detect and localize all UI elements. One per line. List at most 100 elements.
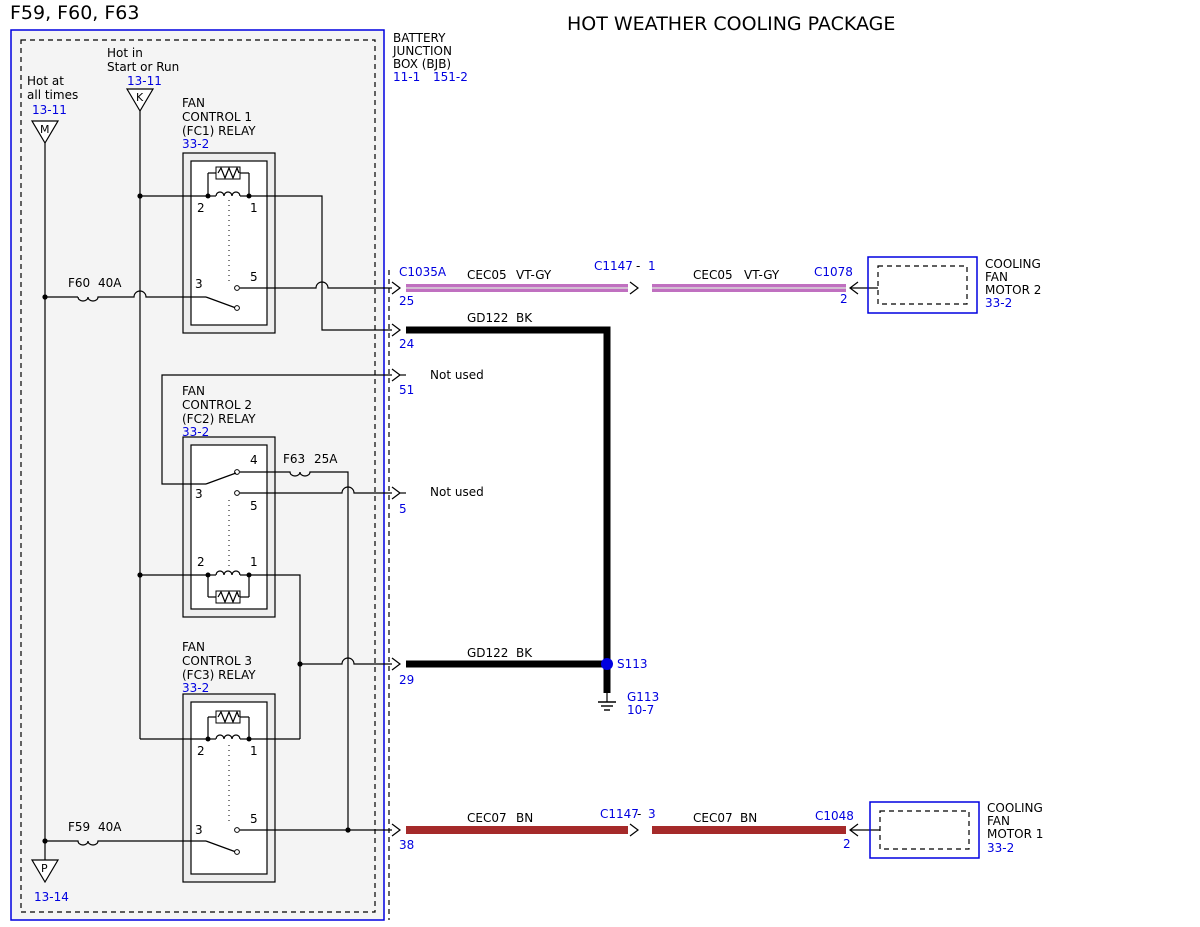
motor1-label-1: COOLING <box>987 801 1043 815</box>
relay-fc1-label-1: FAN <box>182 96 205 110</box>
relay-fc3-pin5: 5 <box>250 812 258 826</box>
bjb-ref-1: 11-1 <box>393 70 420 84</box>
relay-fc3-switch-arm <box>205 840 237 853</box>
motor1-label-2: FAN <box>987 814 1010 828</box>
gd122-color-upper: BK <box>516 311 533 325</box>
motor2-outline <box>867 256 978 314</box>
ground-g113-icon <box>598 693 616 711</box>
bjb-pin-25: 25 <box>399 294 414 308</box>
c1078-label: C1078 <box>814 265 853 279</box>
relay-fc1-inner <box>190 160 268 326</box>
connector-k-label: K <box>136 91 144 104</box>
relay-fc3-contact-pivot <box>234 849 240 855</box>
motor1-label-3: MOTOR 1 <box>987 827 1043 841</box>
gd122-circuit-lower: GD122 <box>467 646 508 660</box>
splice-s113-icon <box>601 658 613 670</box>
relay-fc1-contact-5 <box>234 285 240 291</box>
relay-fc3-label-1: FAN <box>182 640 205 654</box>
cec07-color-right: BN <box>740 811 757 825</box>
motor2-ref: 33-2 <box>985 296 1012 310</box>
motor1-body <box>879 810 970 850</box>
wire-gd122-upper <box>406 326 611 664</box>
fc1-output-wire <box>240 281 392 289</box>
c1147-b-label: C1147 <box>600 807 639 821</box>
cec07-circuit-right: CEC07 <box>693 811 733 825</box>
relay-fc2-pin5: 5 <box>250 499 258 513</box>
f60-name: F60 <box>68 276 90 290</box>
relay-fc1-switch-arm <box>205 296 237 309</box>
motor1-outline <box>869 801 980 859</box>
not-used-pin5: Not used <box>430 485 484 499</box>
relay-fc2-contact-5 <box>234 490 240 496</box>
c1147-a-label: C1147 <box>594 259 633 273</box>
c1048-label: C1048 <box>815 809 854 823</box>
c1147-a-dash: - <box>636 259 640 273</box>
c1048-pin: 2 <box>843 837 851 851</box>
bjb-pin-arrows <box>391 281 401 837</box>
relay-fc3-coil <box>205 710 252 742</box>
c1147-b-dash: - <box>637 807 641 821</box>
cec05-color-right: VT-GY <box>744 268 780 282</box>
hot-in-run-label-1: Hot in <box>107 46 143 60</box>
relay-fc2-pin2: 2 <box>197 555 205 569</box>
relay-fc1-ref: 33-2 <box>182 137 209 151</box>
relay-fc1-label-3: (FC1) RELAY <box>182 124 256 138</box>
bjb-pin-29: 29 <box>399 673 414 687</box>
relay-fc3-contact-5 <box>234 827 240 833</box>
relay-fc2-inner <box>190 444 268 610</box>
fc3-ground-wire <box>300 657 392 665</box>
hot-in-run-label-2: Start or Run <box>107 60 179 74</box>
wire-cec05 <box>406 284 846 292</box>
fc2-coil-ground-wire <box>249 574 301 739</box>
relay-fc1-coil <box>205 166 252 199</box>
f63-feed-wire <box>240 471 349 830</box>
ground-g113-ref: 10-7 <box>627 703 654 717</box>
diagram-title: HOT WEATHER COOLING PACKAGE <box>567 13 895 35</box>
cec07-color-left: BN <box>516 811 533 825</box>
f63-rating: 25A <box>314 452 338 466</box>
not-used-pin51: Not used <box>430 368 484 382</box>
relay-fc1-pin2: 2 <box>197 201 205 215</box>
c1035a-label: C1035A <box>399 265 447 279</box>
bjb-label-1: BATTERY <box>393 31 446 45</box>
motor2-label-3: MOTOR 2 <box>985 283 1041 297</box>
gd122-color-lower: BK <box>516 646 533 660</box>
gd122-circuit-upper: GD122 <box>467 311 508 325</box>
fuses-heading: F59, F60, F63 <box>10 2 139 24</box>
c1147-a-arrow <box>629 281 639 295</box>
ground-junction <box>297 661 303 667</box>
cec05-circuit-left: CEC05 <box>467 268 507 282</box>
fc2-pin51-wire <box>161 374 392 485</box>
bjb-inner-dashed <box>20 39 376 913</box>
connector-m-label: M <box>40 123 50 136</box>
relay-fc1-pin5: 5 <box>250 270 258 284</box>
cec07-circuit-left: CEC07 <box>467 811 507 825</box>
relay-fc2-label-1: FAN <box>182 384 205 398</box>
relay-fc2-ref: 33-2 <box>182 425 209 439</box>
motor1-ref: 33-2 <box>987 841 1014 855</box>
cec05-color-left: VT-GY <box>516 268 552 282</box>
relay-fc2-label-3: (FC2) RELAY <box>182 412 256 426</box>
f60-rating: 40A <box>98 276 122 290</box>
relay-fc3-label-3: (FC3) RELAY <box>182 668 256 682</box>
hot-at-all-times-label-1: Hot at <box>27 74 64 88</box>
relay-fc2-coil <box>205 570 252 604</box>
relay-fc3-inner <box>190 701 268 875</box>
bjb-pin-24: 24 <box>399 337 414 351</box>
c1147-b-pin: 3 <box>648 807 656 821</box>
output-junction <box>345 827 351 833</box>
fc1-coil-ground-wire <box>249 195 392 331</box>
relay-fc3-pin1: 1 <box>250 744 258 758</box>
bjb-pin-5: 5 <box>399 502 407 516</box>
f59-name: F59 <box>68 820 90 834</box>
relay-fc1-label-2: CONTROL 1 <box>182 110 252 124</box>
relay-fc3-ref: 33-2 <box>182 681 209 695</box>
bjb-label-2: JUNCTION <box>392 44 452 58</box>
relay-fc3-pin3: 3 <box>195 823 203 837</box>
connector-p-ref: 13-14 <box>34 890 69 904</box>
relay-fc2-pin4: 4 <box>250 453 258 467</box>
relay-fc2-switch-arm <box>205 472 237 485</box>
relay-fc3-pin2: 2 <box>197 744 205 758</box>
relay-fc1-contact-pivot <box>234 305 240 311</box>
cec05-circuit-right: CEC05 <box>693 268 733 282</box>
